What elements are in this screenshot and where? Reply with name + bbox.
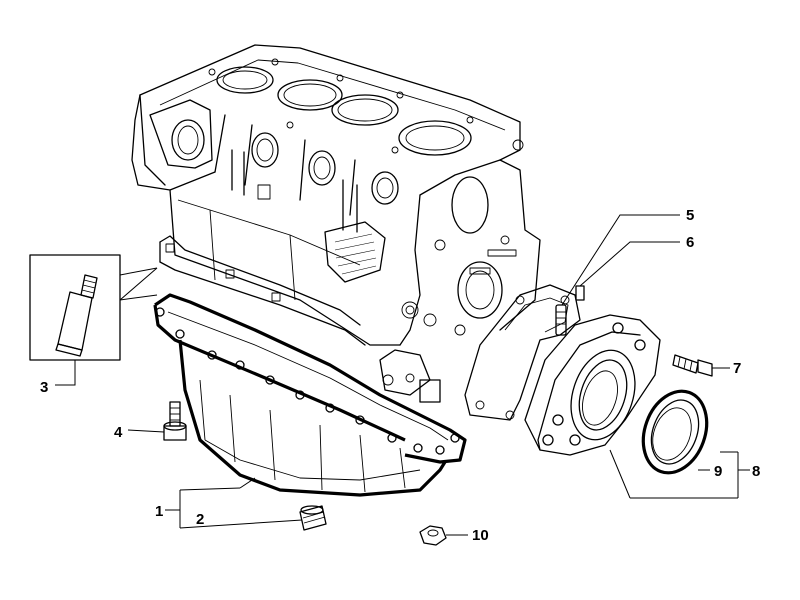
part-label-8: 8 — [752, 463, 760, 480]
stud-icon — [575, 285, 585, 301]
block-gasket — [159, 235, 366, 346]
dowel-pin-icon — [555, 304, 567, 336]
part-label-7: 7 — [733, 360, 741, 377]
nut-icon — [419, 525, 447, 546]
part-label-5: 5 — [686, 207, 694, 224]
part-label-9: 9 — [714, 463, 722, 480]
oil-pan-icon — [153, 293, 467, 497]
sealant-tube-icon — [29, 254, 121, 361]
drain-plug-icon — [299, 505, 327, 531]
part-label-1: 1 — [155, 503, 163, 520]
oil-seal-ring-icon — [641, 389, 709, 475]
engine-block-icon — [131, 44, 541, 396]
part-label-10: 10 — [472, 527, 489, 544]
part-label-6: 6 — [686, 234, 694, 251]
seal-housing-icon — [524, 314, 661, 456]
part-label-3: 3 — [40, 379, 48, 396]
part-label-4: 4 — [114, 424, 123, 441]
leader-lines — [55, 214, 750, 536]
part-label-2: 2 — [196, 511, 204, 528]
bolt-icon — [672, 354, 713, 377]
screw-icon — [163, 401, 187, 441]
